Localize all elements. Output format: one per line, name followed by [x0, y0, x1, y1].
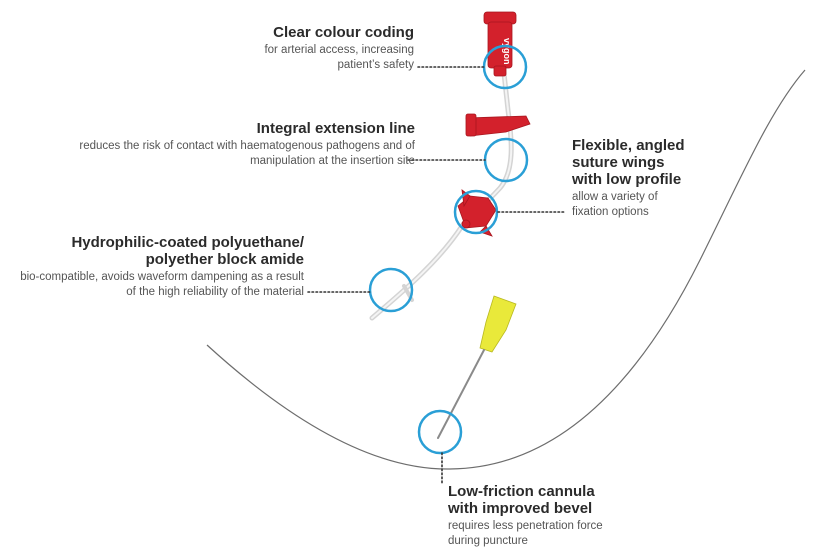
callout-suture-wings: Flexible, angled suture wings with low p… [572, 137, 752, 220]
highlight-ring-suture-wings [453, 189, 499, 235]
callout-title-line: polyether block amide [145, 251, 304, 268]
highlight-ring-coating [368, 267, 414, 313]
red-clamp [465, 113, 531, 137]
callout-title-line: Hydrophilic-coated polyuethane/ [71, 234, 304, 251]
callout-desc-line: fixation options [572, 206, 649, 218]
callout-desc-line: during puncture [448, 535, 528, 547]
callout-extension-line: Integral extension line reduces the risk… [40, 120, 415, 169]
extension-tube [369, 52, 514, 321]
callout-title-line: with improved bevel [448, 500, 593, 517]
callout-desc-line: manipulation at the insertion site [250, 155, 415, 167]
callout-title-line: with low profile [572, 171, 682, 188]
callout-coating: Hydrophilic-coated polyuethane/ polyethe… [6, 234, 304, 300]
callout-desc-line: requires less penetration force [448, 520, 603, 532]
callout-title-line: Flexible, angled [572, 137, 685, 154]
callout-desc-line: bio-compatible, avoids waveform dampenin… [20, 271, 304, 283]
callout-title: Clear colour coding [273, 24, 414, 41]
callout-desc-line: reduces the risk of contact with haemato… [79, 140, 415, 152]
yellow-needle-hub [479, 295, 517, 353]
callout-title-line: suture wings [572, 154, 665, 171]
callout-title-line: Low-friction cannula [448, 483, 595, 500]
callout-colour-coding: Clear colour coding for arterial access,… [200, 24, 414, 73]
callout-desc-line: patient’s safety [337, 59, 414, 71]
highlight-ring-cannula [417, 409, 463, 455]
callout-title: Integral extension line [256, 120, 415, 137]
callout-desc-line: allow a variety of [572, 191, 658, 203]
brand-label: vygon [502, 38, 512, 65]
guidewire-curve [206, 69, 806, 470]
red-connector-cap: vygon [483, 11, 517, 77]
callout-desc-line: for arterial access, increasing [264, 44, 414, 56]
callout-cannula: Low-friction cannula with improved bevel… [448, 483, 668, 549]
callout-desc-line: of the high reliability of the material [126, 286, 304, 298]
needle [437, 349, 485, 439]
